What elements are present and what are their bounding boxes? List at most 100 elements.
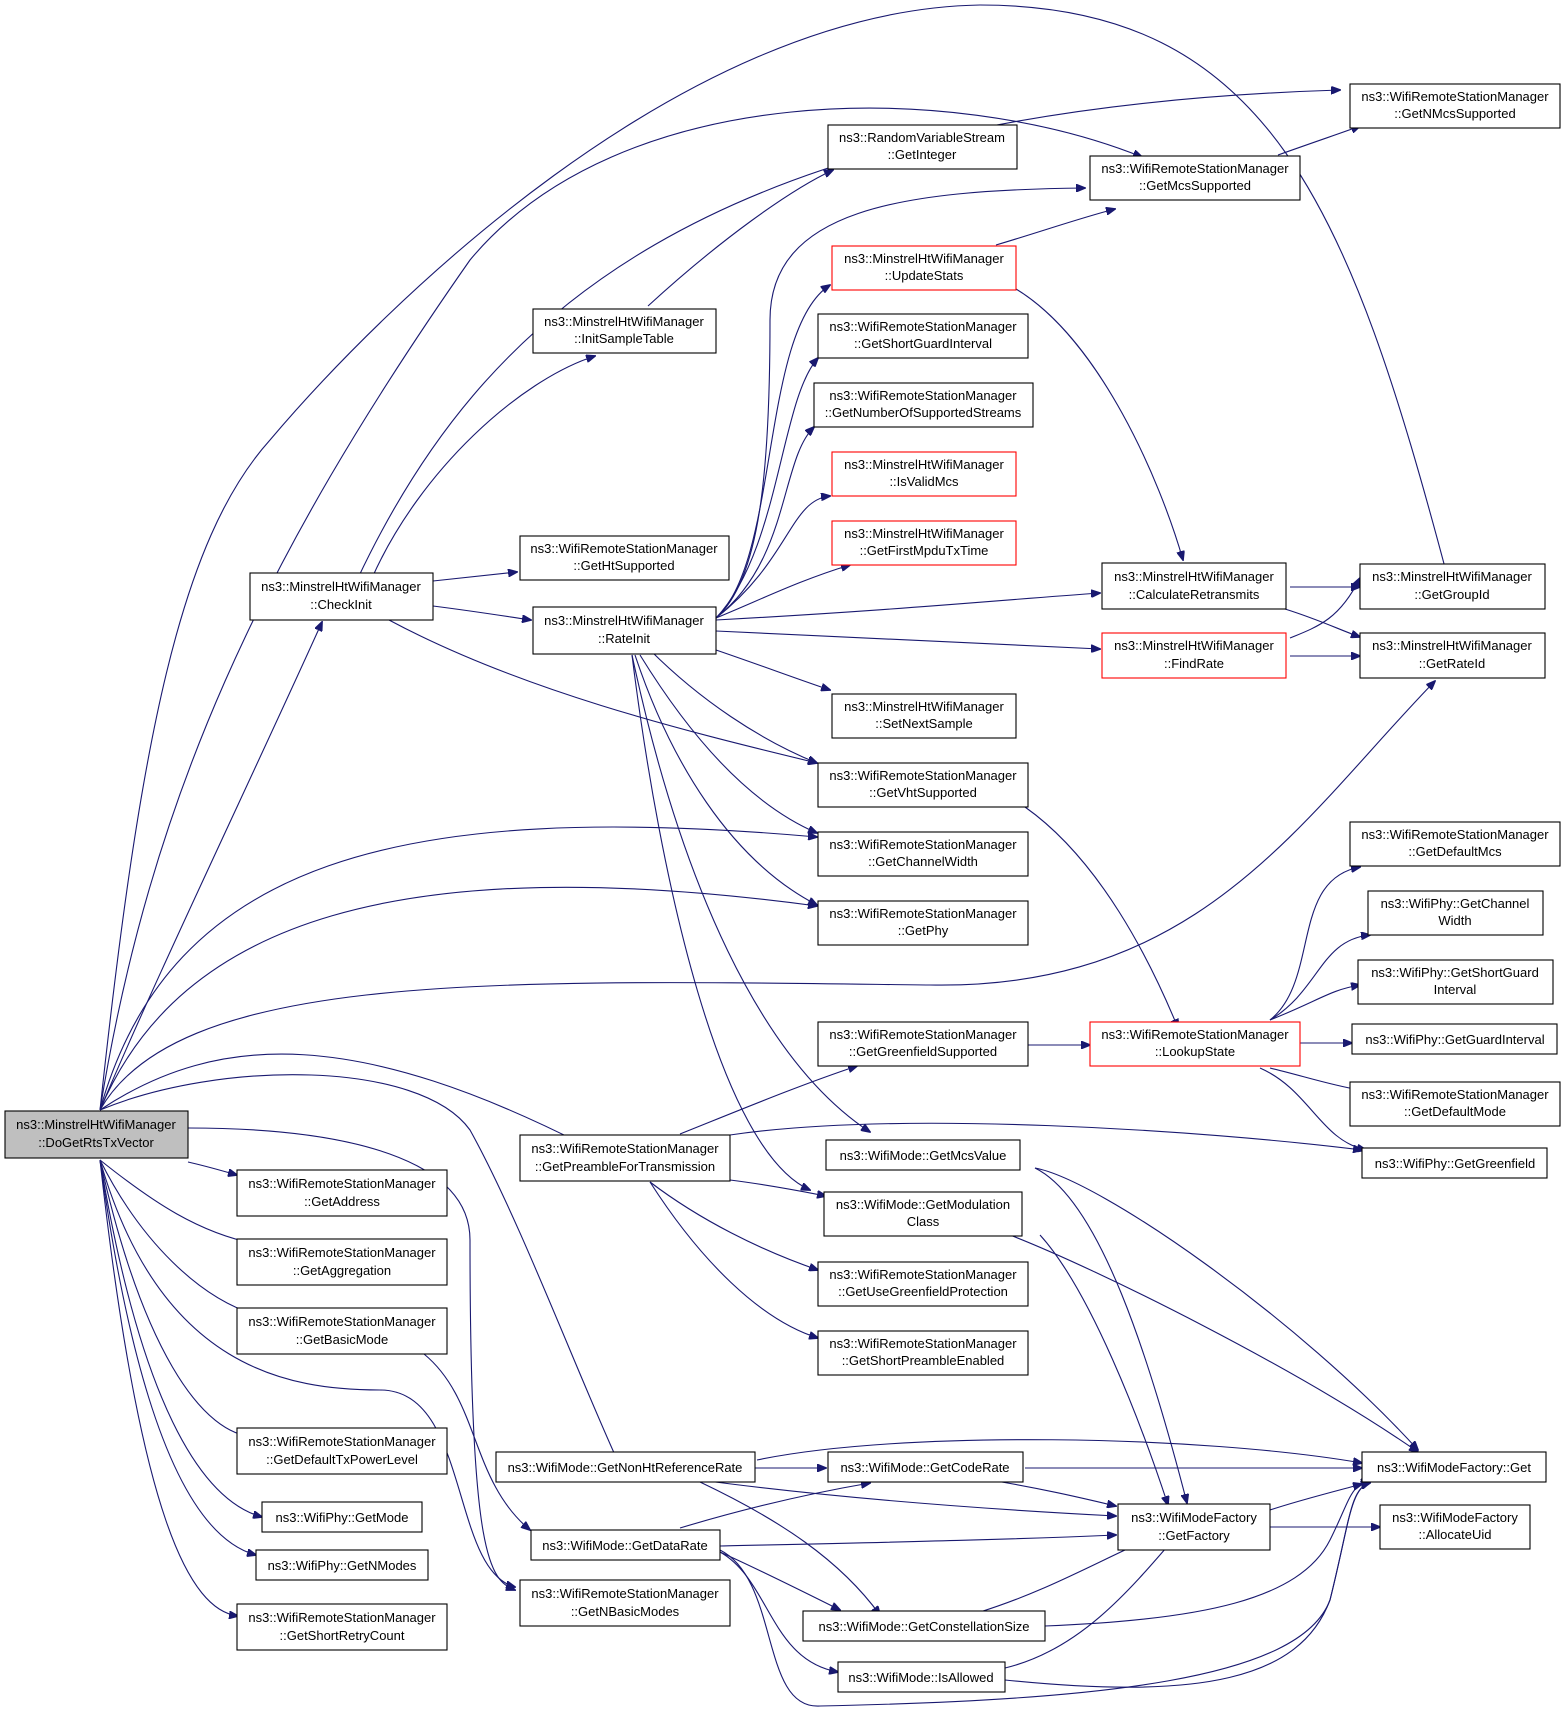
node-update-stats[interactable]: ns3::MinstrelHtWifiManager ::UpdateStats: [831, 245, 1017, 291]
node-label: ::FindRate: [1164, 656, 1224, 671]
node-label: ::GetVhtSupported: [869, 785, 977, 800]
node-label: ns3::MinstrelHtWifiManager: [844, 699, 1004, 714]
node-get-rate-id[interactable]: ns3::MinstrelHtWifiManager ::GetRateId: [1359, 632, 1546, 679]
node-phy-short-gi[interactable]: ns3::WifiPhy::GetShortGuard Interval: [1357, 959, 1554, 1005]
node-get-data-rate[interactable]: ns3::WifiMode::GetDataRate: [530, 1529, 721, 1561]
node-get-modulation-class[interactable]: ns3::WifiMode::GetModulation Class: [823, 1191, 1023, 1237]
node-label: ::LookupState: [1155, 1044, 1235, 1059]
node-label: ::GetHtSupported: [573, 558, 674, 573]
node-get-group-id[interactable]: ns3::MinstrelHtWifiManager ::GetGroupId: [1359, 563, 1546, 610]
node-label: Class: [907, 1214, 940, 1229]
node-find-rate[interactable]: ns3::MinstrelHtWifiManager ::FindRate: [1101, 632, 1287, 679]
node-label: ns3::MinstrelHtWifiManager: [1372, 638, 1532, 653]
node-label: ::DoGetRtsTxVector: [38, 1135, 154, 1150]
node-get-ht-supported[interactable]: ns3::WifiRemoteStationManager ::GetHtSup…: [519, 535, 730, 581]
node-label: ::GetInteger: [888, 147, 957, 162]
node-get-constellation-size[interactable]: ns3::WifiMode::GetConstellationSize: [802, 1610, 1046, 1642]
node-get-non-ht-ref-rate[interactable]: ns3::WifiMode::GetNonHtReferenceRate: [495, 1451, 756, 1483]
node-label: ns3::WifiRemoteStationManager: [531, 1586, 719, 1601]
node-get-phy[interactable]: ns3::WifiRemoteStationManager ::GetPhy: [817, 900, 1029, 946]
node-get-short-preamble[interactable]: ns3::WifiRemoteStationManager ::GetShort…: [817, 1330, 1029, 1376]
node-label: ::GetPreambleForTransmission: [535, 1159, 715, 1174]
node-get-channel-width[interactable]: ns3::WifiRemoteStationManager ::GetChann…: [817, 831, 1029, 877]
node-set-next-sample[interactable]: ns3::MinstrelHtWifiManager ::SetNextSamp…: [831, 693, 1017, 739]
node-label: ::GetAggregation: [293, 1263, 391, 1278]
node-phy-get-mode[interactable]: ns3::WifiPhy::GetMode: [261, 1501, 423, 1533]
node-get-vht-supported[interactable]: ns3::WifiRemoteStationManager ::GetVhtSu…: [817, 762, 1029, 808]
node-is-allowed[interactable]: ns3::WifiMode::IsAllowed: [837, 1661, 1006, 1693]
node-label: ns3::WifiMode::GetNonHtReferenceRate: [508, 1460, 743, 1475]
node-init-sample-table[interactable]: ns3::MinstrelHtWifiManager ::InitSampleT…: [532, 308, 717, 354]
node-get-default-tx-power[interactable]: ns3::WifiRemoteStationManager ::GetDefau…: [236, 1427, 448, 1475]
node-label: ns3::WifiMode::GetMcsValue: [840, 1148, 1007, 1163]
node-label: ns3::MinstrelHtWifiManager: [844, 457, 1004, 472]
node-is-valid-mcs[interactable]: ns3::MinstrelHtWifiManager ::IsValidMcs: [831, 451, 1017, 497]
node-label: ns3::MinstrelHtWifiManager: [1114, 569, 1274, 584]
node-label: ::RateInit: [598, 631, 650, 646]
node-label: ::SetNextSample: [875, 716, 973, 731]
node-phy-greenfield[interactable]: ns3::WifiPhy::GetGreenfield: [1361, 1147, 1548, 1179]
node-label: ::InitSampleTable: [574, 331, 674, 346]
node-get-integer[interactable]: ns3::RandomVariableStream ::GetInteger: [827, 124, 1018, 170]
node-lookup-state[interactable]: ns3::WifiRemoteStationManager ::LookupSt…: [1089, 1021, 1301, 1067]
node-label: ns3::MinstrelHtWifiManager: [544, 613, 704, 628]
node-label: ::GetGreenfieldSupported: [849, 1044, 997, 1059]
node-label: ::CheckInit: [310, 597, 372, 612]
node-get-first-mpdu[interactable]: ns3::MinstrelHtWifiManager ::GetFirstMpd…: [831, 520, 1017, 566]
node-label: ::UpdateStats: [885, 268, 964, 283]
node-phy-channel-width[interactable]: ns3::WifiPhy::GetChannel Width: [1367, 890, 1544, 936]
node-get-default-mode[interactable]: ns3::WifiRemoteStationManager ::GetDefau…: [1349, 1081, 1561, 1127]
node-get-factory[interactable]: ns3::WifiModeFactory ::GetFactory: [1117, 1503, 1271, 1551]
node-label: ::GetNMcsSupported: [1394, 106, 1515, 121]
node-get-short-gi[interactable]: ns3::WifiRemoteStationManager ::GetShort…: [817, 313, 1029, 359]
node-get-nbasic-modes[interactable]: ns3::WifiRemoteStationManager ::GetNBasi…: [519, 1579, 731, 1627]
node-label: ns3::MinstrelHtWifiManager: [16, 1117, 176, 1132]
node-label: ::GetNBasicModes: [571, 1604, 680, 1619]
node-label: ns3::WifiRemoteStationManager: [248, 1176, 436, 1191]
node-label: ::GetNumberOfSupportedStreams: [825, 405, 1022, 420]
node-label: ns3::MinstrelHtWifiManager: [844, 526, 1004, 541]
node-get-num-streams[interactable]: ns3::WifiRemoteStationManager ::GetNumbe…: [813, 382, 1034, 428]
node-label: ns3::WifiModeFactory: [1392, 1510, 1518, 1525]
node-get-default-mcs[interactable]: ns3::WifiRemoteStationManager ::GetDefau…: [1349, 821, 1561, 867]
node-label: ::GetAddress: [304, 1194, 380, 1209]
node-label: ns3::WifiRemoteStationManager: [829, 837, 1017, 852]
node-check-init[interactable]: ns3::MinstrelHtWifiManager ::CheckInit: [249, 572, 434, 621]
node-rate-init[interactable]: ns3::MinstrelHtWifiManager ::RateInit: [532, 606, 717, 655]
node-wifi-mode-factory-get[interactable]: ns3::WifiModeFactory::Get: [1361, 1451, 1547, 1483]
node-get-mcs-supported[interactable]: ns3::WifiRemoteStationManager ::GetMcsSu…: [1089, 155, 1301, 201]
node-label: ns3::WifiPhy::GetMode: [276, 1510, 409, 1525]
node-label: ns3::WifiRemoteStationManager: [829, 906, 1017, 921]
node-root[interactable]: ns3::MinstrelHtWifiManager ::DoGetRtsTxV…: [4, 1110, 189, 1159]
node-get-address[interactable]: ns3::WifiRemoteStationManager ::GetAddre…: [236, 1169, 448, 1217]
node-label: ns3::WifiRemoteStationManager: [248, 1245, 436, 1260]
node-label: ns3::WifiPhy::GetChannel: [1381, 896, 1530, 911]
nodes: ns3::MinstrelHtWifiManager ::DoGetRtsTxV…: [4, 83, 1561, 1693]
node-get-mcs-value[interactable]: ns3::WifiMode::GetMcsValue: [825, 1139, 1021, 1171]
node-label: ns3::WifiRemoteStationManager: [829, 1336, 1017, 1351]
node-label: ::GetFirstMpduTxTime: [860, 543, 989, 558]
node-calc-retransmits[interactable]: ns3::MinstrelHtWifiManager ::CalculateRe…: [1101, 562, 1287, 610]
node-label: ::GetMcsSupported: [1139, 178, 1251, 193]
node-label: ns3::MinstrelHtWifiManager: [1114, 638, 1274, 653]
node-phy-get-nmodes[interactable]: ns3::WifiPhy::GetNModes: [255, 1549, 429, 1581]
node-label: ns3::WifiRemoteStationManager: [829, 1267, 1017, 1282]
node-label: ns3::WifiPhy::GetNModes: [268, 1558, 417, 1573]
node-get-nmcs-supported[interactable]: ns3::WifiRemoteStationManager ::GetNMcsS…: [1349, 83, 1561, 129]
node-get-basic-mode[interactable]: ns3::WifiRemoteStationManager ::GetBasic…: [236, 1307, 448, 1355]
node-label: ns3::MinstrelHtWifiManager: [1372, 569, 1532, 584]
node-label: ns3::WifiRemoteStationManager: [829, 319, 1017, 334]
node-get-aggregation[interactable]: ns3::WifiRemoteStationManager ::GetAggre…: [236, 1238, 448, 1286]
node-phy-guard-interval[interactable]: ns3::WifiPhy::GetGuardInterval: [1351, 1023, 1558, 1055]
node-label: ns3::WifiModeFactory::Get: [1377, 1460, 1531, 1475]
node-get-short-retry[interactable]: ns3::WifiRemoteStationManager ::GetShort…: [236, 1603, 448, 1651]
node-get-code-rate[interactable]: ns3::WifiMode::GetCodeRate: [827, 1451, 1024, 1483]
node-get-use-greenfield[interactable]: ns3::WifiRemoteStationManager ::GetUseGr…: [817, 1261, 1029, 1307]
node-get-preamble[interactable]: ns3::WifiRemoteStationManager ::GetPream…: [519, 1134, 731, 1182]
node-allocate-uid[interactable]: ns3::WifiModeFactory ::AllocateUid: [1379, 1504, 1531, 1550]
node-label: ::GetShortRetryCount: [280, 1628, 405, 1643]
node-label: ::GetRateId: [1419, 656, 1485, 671]
node-label: ::GetPhy: [898, 923, 949, 938]
node-get-greenfield-supported[interactable]: ns3::WifiRemoteStationManager ::GetGreen…: [817, 1021, 1029, 1067]
node-label: ::GetBasicMode: [296, 1332, 389, 1347]
